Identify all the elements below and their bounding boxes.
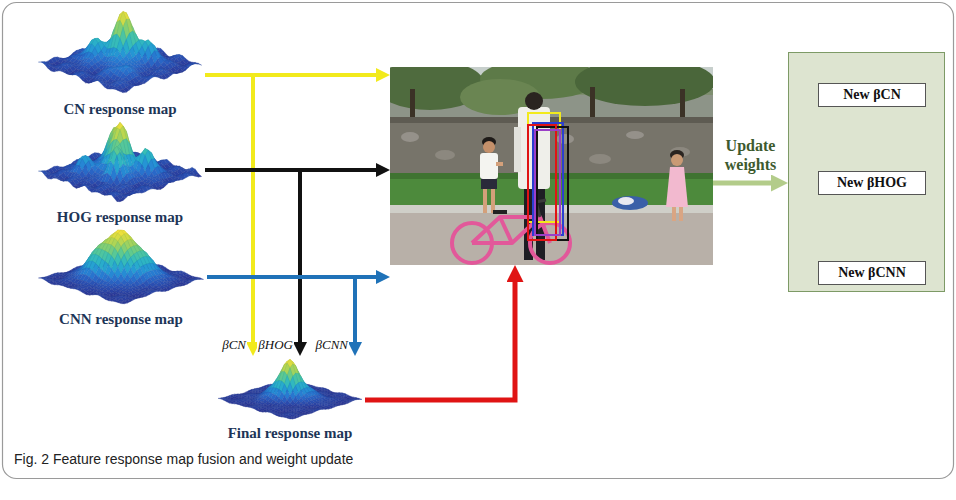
surface-cell [61,285,67,287]
surface-mesh [38,12,201,93]
flow-arrow [205,75,253,349]
surface-cell [158,76,164,79]
response-map: CN response map [35,8,205,118]
flow-arrow [205,170,300,349]
surface-plot [35,226,207,310]
response-map: CNN response map [35,226,207,328]
frame-border [3,3,954,479]
surface-mesh [38,230,203,304]
surface-plot [35,118,205,208]
surface-cell [183,67,189,71]
surface-cell [114,87,120,90]
surface-cell [142,80,148,84]
response-map: HOG response map [35,118,205,226]
surface-cell [104,182,110,185]
surface-cell [73,185,79,188]
surface-cell [117,90,123,93]
flow-arrow [365,274,515,401]
flow-arrow [713,181,780,186]
surface-mesh [38,123,201,202]
map-label: HOG response map [57,208,183,226]
surface-cell [95,190,101,193]
surface-plot [35,8,205,100]
surface-cell [117,200,123,202]
map-label: CN response map [63,100,176,118]
